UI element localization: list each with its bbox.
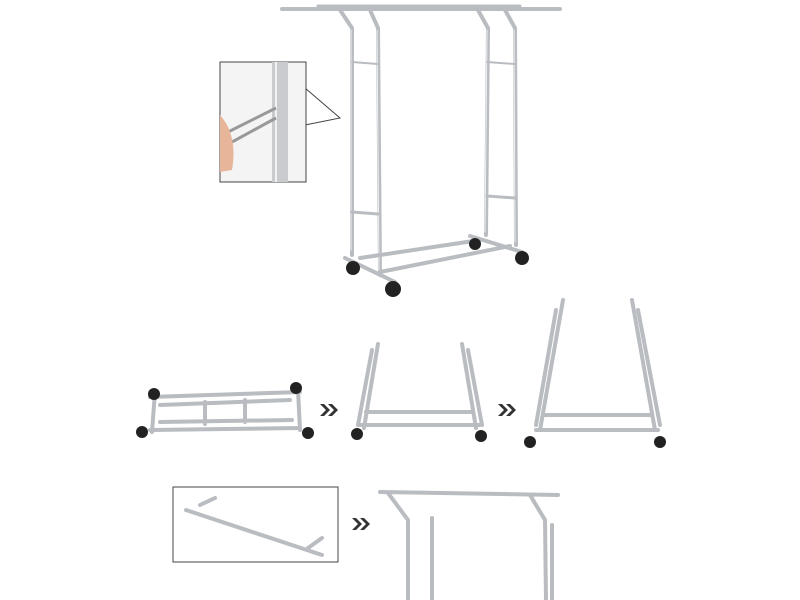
arrow-icon [352,518,370,530]
top-bar-attached [378,490,560,600]
inset-height-adjust-detail [219,61,342,183]
extension-bar-detail [172,486,339,563]
wheel [346,261,360,275]
arrow-icon [498,404,516,416]
unfolded-frame [524,298,666,448]
arrow-icon [320,404,338,416]
folded-base [136,382,314,439]
half-unfolded [351,342,487,442]
assembled-rack [280,4,562,297]
wheel [385,281,401,297]
wheel [515,251,529,265]
wheel [469,238,481,250]
